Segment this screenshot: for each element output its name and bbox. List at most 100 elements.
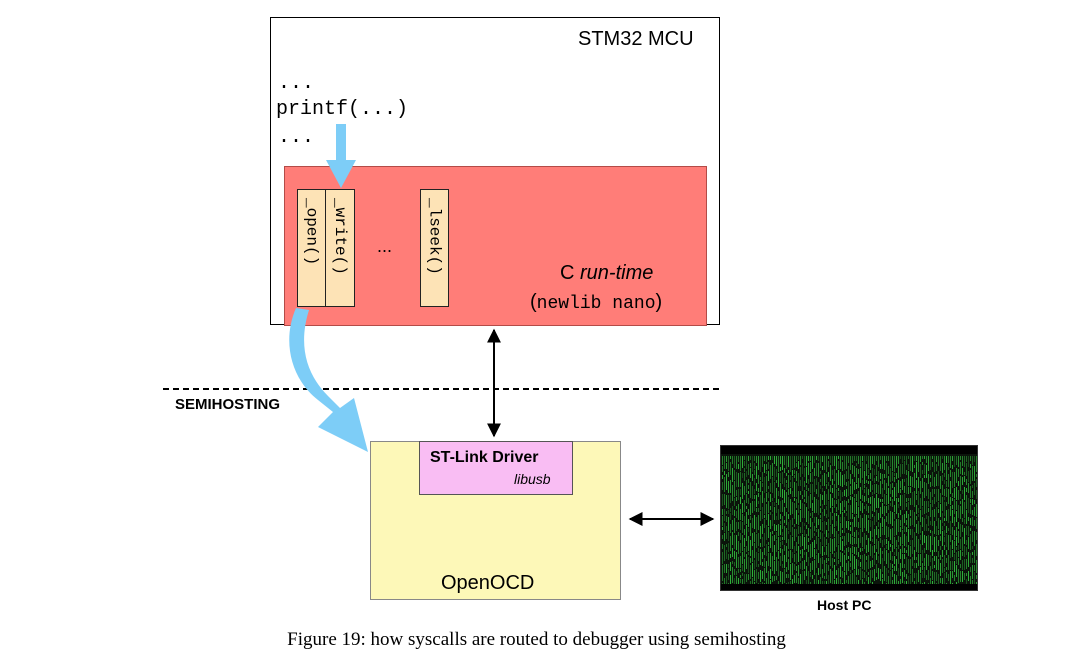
host-screen-glyph-streak <box>754 463 755 469</box>
host-screen-glyph-streak <box>724 545 725 561</box>
host-screen-glyph-streak <box>932 472 933 486</box>
host-screen-glyph-streak <box>772 502 773 512</box>
host-screen-glyph-streak <box>850 522 851 525</box>
code-line-ellipsis-bottom: ... <box>278 126 315 149</box>
host-screen-glyph-streak <box>748 479 749 483</box>
host-screen-glyph-streak <box>954 561 955 572</box>
host-screen-glyph-streak <box>844 500 845 507</box>
host-screen-glyph-streak <box>772 456 773 460</box>
host-screen-glyph-streak <box>836 578 837 587</box>
host-screen-glyph-streak <box>878 456 879 467</box>
host-screen-glyph-streak <box>956 537 957 546</box>
host-screen-glyph-streak <box>896 559 897 571</box>
host-screen-glyph-streak <box>838 461 839 469</box>
host-screen-glyph-streak <box>780 556 781 566</box>
host-screen-glyph-streak <box>798 565 799 576</box>
host-screen-glyph-streak <box>792 527 793 536</box>
host-screen-glyph-streak <box>946 481 947 487</box>
host-screen-glyph-streak <box>870 544 871 556</box>
host-screen-glyph-streak <box>850 505 851 519</box>
host-screen-glyph-streak <box>920 554 921 566</box>
host-screen-glyph-streak <box>810 484 811 493</box>
host-screen-glyph-streak <box>950 456 951 468</box>
host-screen-glyph-streak <box>794 564 795 570</box>
host-screen-glyph-streak <box>838 492 839 496</box>
host-screen-glyph-streak <box>944 518 945 521</box>
semihosting-divider <box>163 388 719 390</box>
host-screen-glyph-streak <box>736 472 737 487</box>
host-screen-glyph-streak <box>778 473 779 487</box>
host-screen-glyph-streak <box>938 518 939 529</box>
host-screen-glyph-streak <box>958 490 959 500</box>
host-screen-glyph-streak <box>842 536 843 539</box>
host-screen-glyph-streak <box>758 456 759 470</box>
host-screen-glyph-streak <box>732 485 733 501</box>
host-screen-glyph-streak <box>852 546 853 553</box>
host-screen-glyph-streak <box>836 473 837 488</box>
host-screen-glyph-streak <box>940 520 941 534</box>
host-screen-glyph-streak <box>832 488 833 493</box>
host-screen-glyph-streak <box>864 506 865 509</box>
host-screen-glyph-streak <box>976 532 977 540</box>
host-screen-glyph-streak <box>842 475 843 487</box>
host-screen-glyph-streak <box>968 456 969 467</box>
host-screen-glyph-streak <box>904 570 905 577</box>
host-screen-glyph-streak <box>842 512 843 528</box>
host-screen-glyph-streak <box>872 485 873 490</box>
host-screen-glyph-streak <box>740 489 741 495</box>
host-screen-glyph-streak <box>862 503 863 513</box>
host-screen-glyph-streak <box>754 456 755 461</box>
host-screen-glyph-streak <box>890 571 891 587</box>
host-screen-glyph-streak <box>792 563 793 575</box>
host-screen-glyph-streak <box>734 510 735 516</box>
host-screen-glyph-streak <box>772 477 773 493</box>
host-screen-glyph-streak <box>940 493 941 503</box>
host-screen-glyph-streak <box>754 532 755 542</box>
host-screen-glyph-streak <box>866 480 867 483</box>
host-screen-glyph-streak <box>888 553 889 568</box>
host-screen-glyph-streak <box>732 520 733 530</box>
host-screen-glyph-streak <box>962 499 963 514</box>
host-screen-glyph-streak <box>840 552 841 562</box>
host-screen-glyph-streak <box>854 498 855 514</box>
host-screen-glyph-streak <box>800 550 801 554</box>
host-screen-glyph-streak <box>928 535 929 550</box>
host-screen-glyph-streak <box>788 559 789 570</box>
host-screen-glyph-streak <box>958 551 959 557</box>
host-screen-glyph-streak <box>738 456 739 462</box>
host-screen-glyph-streak <box>740 556 741 568</box>
host-screen-glyph-streak <box>922 531 923 545</box>
host-screen-glyph-streak <box>900 520 901 526</box>
host-screen-glyph-streak <box>786 480 787 483</box>
host-screen-glyph-streak <box>756 466 757 479</box>
host-screen-glyph-streak <box>846 548 847 560</box>
host-screen-glyph-streak <box>822 488 823 492</box>
host-screen-glyph-streak <box>882 456 883 469</box>
host-screen-glyph-streak <box>744 559 745 572</box>
host-screen-glyph-streak <box>906 550 907 553</box>
host-screen-glyph-streak <box>808 571 809 587</box>
host-screen-glyph-streak <box>944 568 945 572</box>
host-screen-glyph-streak <box>912 540 913 554</box>
host-screen-glyph-streak <box>850 496 851 500</box>
host-screen-glyph-streak <box>752 456 753 472</box>
host-screen-glyph-streak <box>930 536 931 552</box>
host-screen-glyph-streak <box>920 535 921 540</box>
host-screen-glyph-streak <box>856 468 857 483</box>
host-screen-glyph-streak <box>882 579 883 586</box>
host-screen-glyph-streak <box>948 467 949 470</box>
host-screen-glyph-streak <box>924 518 925 531</box>
host-screen-glyph-streak <box>910 575 911 586</box>
host-screen-glyph-streak <box>740 509 741 520</box>
host-screen-glyph-streak <box>950 571 951 584</box>
host-screen-glyph-streak <box>926 524 927 531</box>
host-screen-glyph-streak <box>822 504 823 509</box>
host-screen-glyph-streak <box>916 524 917 533</box>
host-screen-glyph-streak <box>976 560 977 573</box>
host-screen-glyph-streak <box>904 486 905 493</box>
host-screen-glyph-streak <box>944 555 945 567</box>
host-screen-glyph-streak <box>838 470 839 485</box>
host-screen-glyph-streak <box>830 553 831 566</box>
host-screen-glyph-streak <box>798 578 799 589</box>
